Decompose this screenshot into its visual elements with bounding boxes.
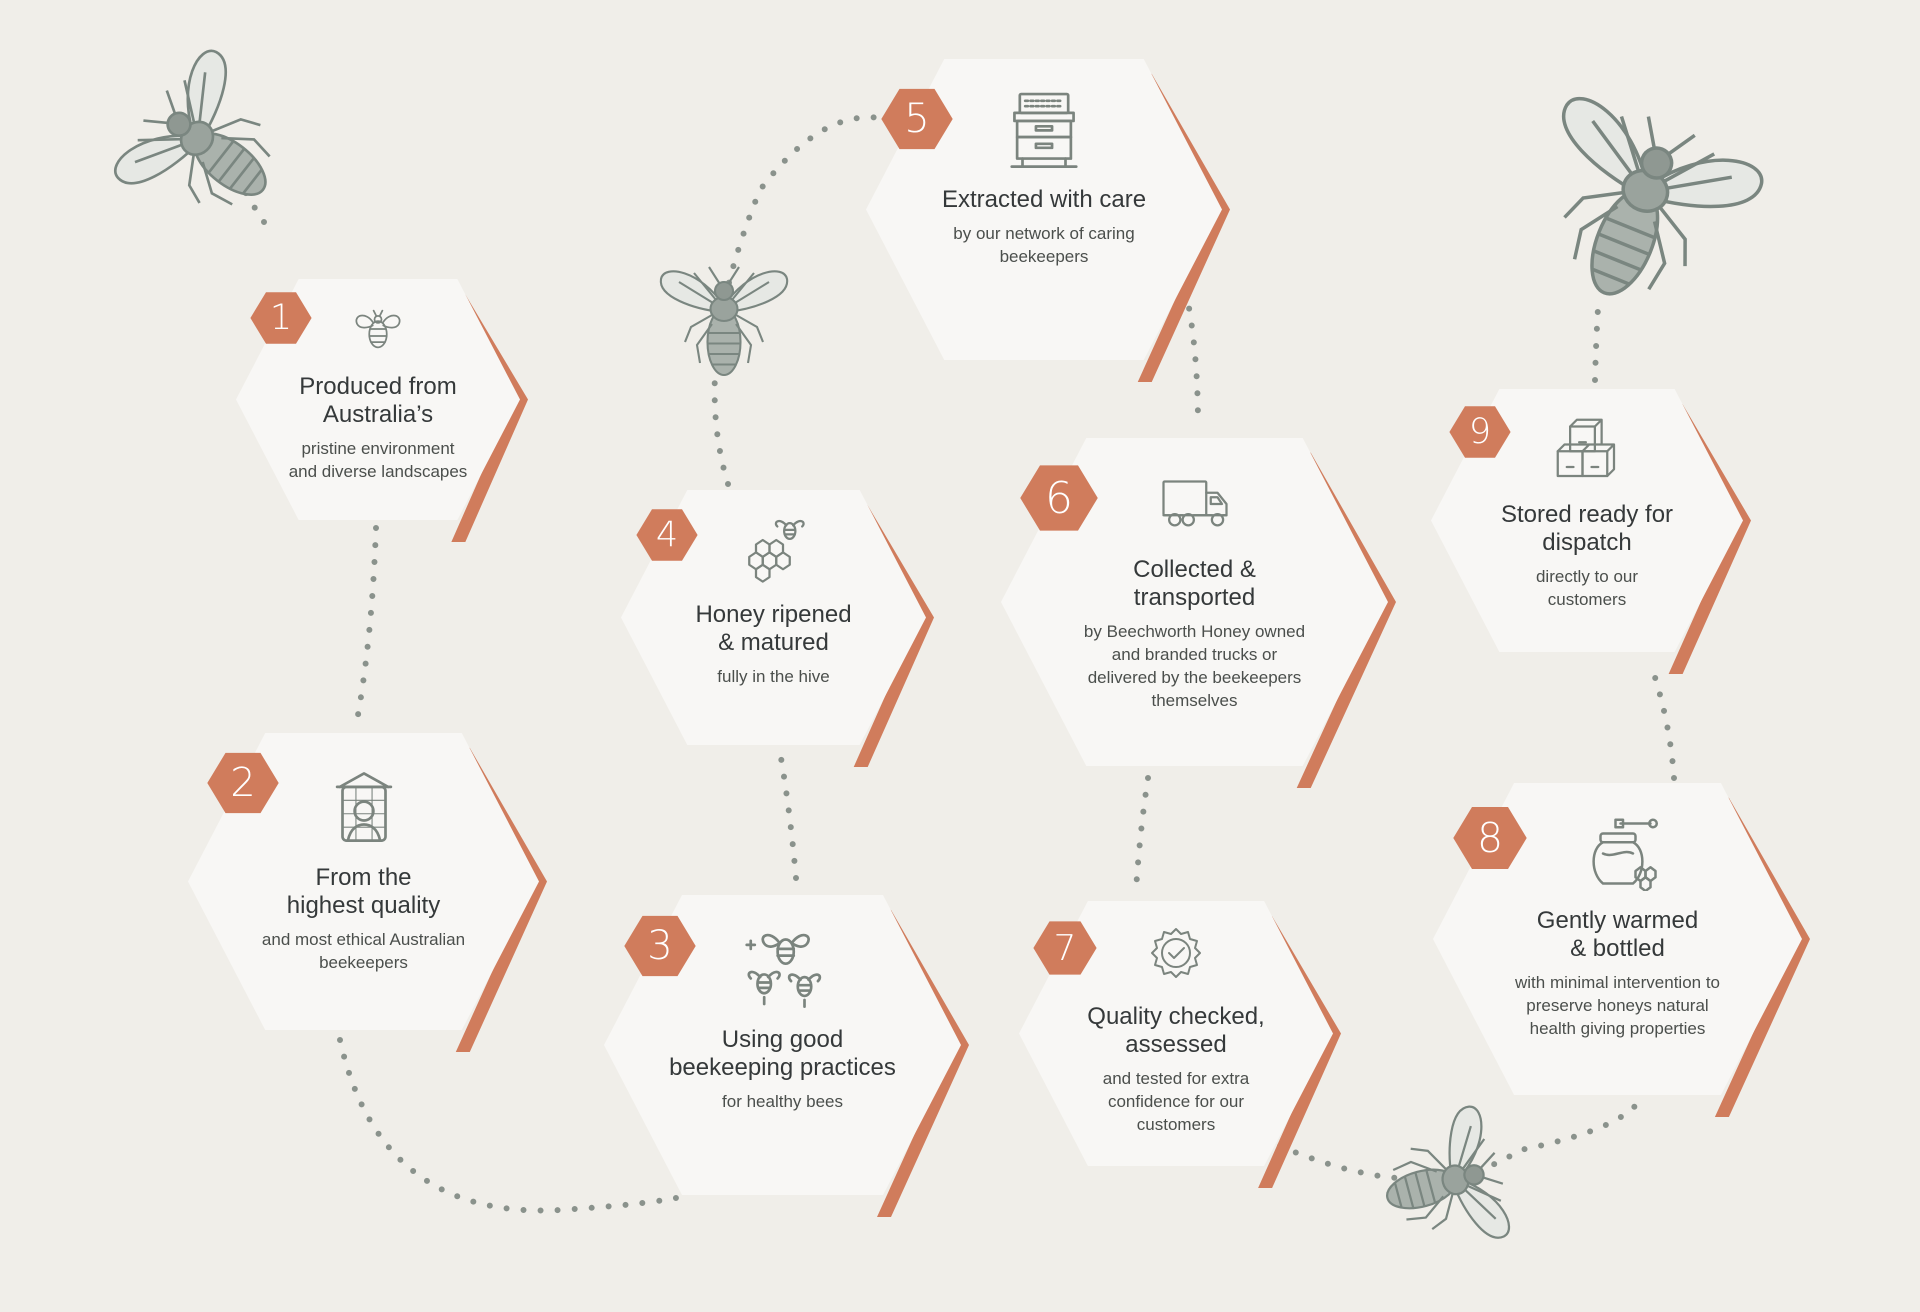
truck-icon xyxy=(1159,468,1231,540)
step-number-badge xyxy=(207,752,279,814)
path-2-3 xyxy=(337,1037,679,1214)
step-title: Using good beekeeping practices xyxy=(669,1026,896,1081)
step-number-badge xyxy=(881,88,953,150)
hexagon-card xyxy=(1019,901,1341,1188)
step-title: Quality checked, assessed xyxy=(1087,1003,1265,1058)
step-number-badge xyxy=(1033,921,1097,975)
step-description: pristine environment and diverse landsca… xyxy=(288,439,468,481)
hexagon-shape xyxy=(1431,389,1743,652)
bee-illustration-top-right xyxy=(1562,96,1764,296)
quality-badge-icon xyxy=(1144,925,1208,989)
step-number: 5 xyxy=(904,96,930,142)
path-4-5 xyxy=(711,114,883,487)
step-number-badge xyxy=(1449,406,1511,458)
step-number: 8 xyxy=(1476,814,1504,862)
step-number-badge xyxy=(250,292,312,344)
step-title: Produced from Australia’s xyxy=(299,373,457,428)
step-number: 7 xyxy=(1053,927,1077,969)
beehive-icon xyxy=(1001,86,1087,172)
path-9-top xyxy=(1592,305,1601,383)
hexagon-shape xyxy=(188,733,539,1030)
step-content: Gently warmed & bottled with minimal inte… xyxy=(1433,811,1802,1040)
hexagon-shape xyxy=(236,279,520,520)
step-content: Quality checked, assessed and tested for … xyxy=(1019,925,1333,1136)
hexagon-card xyxy=(1433,783,1810,1117)
hexagon-card xyxy=(866,59,1230,382)
step-title: Extracted with care xyxy=(941,186,1147,213)
hexagon-shape xyxy=(1001,438,1388,766)
step-description: fully in the hive xyxy=(717,667,830,686)
hexagon-card xyxy=(1431,389,1751,674)
step-content: Extracted with care by our network of car… xyxy=(866,86,1222,268)
hexagon-card xyxy=(236,279,528,542)
step-title: Gently warmed & bottled xyxy=(1536,907,1699,962)
step-description: for healthy bees xyxy=(722,1092,843,1111)
step-description: and tested for extra confidence for our … xyxy=(1102,1069,1250,1134)
hexagon-card xyxy=(621,490,934,767)
step-title: From the highest quality xyxy=(286,864,441,919)
hexagon-card xyxy=(604,895,969,1217)
step-content: Using good beekeeping practices for healt… xyxy=(604,922,961,1113)
path-6-7 xyxy=(1133,775,1151,893)
step-number: 2 xyxy=(230,760,256,806)
bee-illustration-top-left xyxy=(114,49,271,206)
step-number-badge xyxy=(1020,465,1098,531)
hexagon-shape xyxy=(621,490,926,745)
hexagon-shape xyxy=(604,895,961,1195)
hexagon-card xyxy=(188,733,547,1052)
step-description: with minimal intervention to preserve ho… xyxy=(1514,973,1721,1038)
step-description: by Beechworth Honey owned and branded tr… xyxy=(1083,622,1306,710)
step-number-badge xyxy=(1453,807,1527,869)
hexagon-shape xyxy=(1433,783,1802,1095)
path-3-4 xyxy=(777,749,799,881)
step-title: Collected & transported xyxy=(1133,556,1256,611)
step-content: From the highest quality and most ethical… xyxy=(188,760,539,974)
bee-illustration-small xyxy=(659,266,789,377)
path-5-6 xyxy=(1183,289,1201,428)
boxes-icon xyxy=(1551,413,1623,485)
healthy-bees-icon xyxy=(740,922,826,1008)
step-description: directly to our customers xyxy=(1535,567,1639,609)
hexagon-shape xyxy=(866,59,1222,360)
step-number-badge xyxy=(624,915,696,977)
hexagon-card xyxy=(1001,438,1396,788)
step-content: Collected & transported by Beechworth Hon… xyxy=(1001,468,1388,712)
bee-icon xyxy=(350,301,406,357)
step-number-badge xyxy=(636,509,698,561)
bee-illustration-bottom xyxy=(1386,1105,1511,1239)
step-number: 6 xyxy=(1045,472,1073,524)
step-number: 1 xyxy=(269,298,293,338)
step-content: Stored ready for dispatch directly to our… xyxy=(1431,413,1743,611)
honeycomb-icon xyxy=(738,513,810,585)
step-number: 9 xyxy=(1468,412,1492,452)
step-description: by our network of caring beekeepers xyxy=(953,224,1135,266)
step-description: and most ethical Australian beekeepers xyxy=(261,930,466,972)
step-content: Honey ripened & matured fully in the hive xyxy=(621,513,926,688)
step-number: 4 xyxy=(655,515,679,555)
hexagon-shape xyxy=(1019,901,1333,1166)
beekeeper-icon xyxy=(321,760,407,846)
step-content: Produced from Australia’s pristine enviro… xyxy=(236,301,520,483)
honey-jar-icon xyxy=(1578,811,1658,891)
step-number: 3 xyxy=(647,923,673,969)
step-title: Honey ripened & matured xyxy=(695,601,852,656)
step-title: Stored ready for dispatch xyxy=(1500,501,1674,556)
